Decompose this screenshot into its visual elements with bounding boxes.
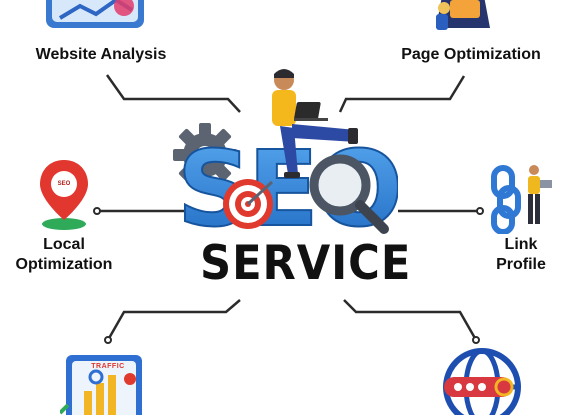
- traffic-growth-icon: [60, 355, 142, 415]
- globe-search-icon: [443, 348, 521, 415]
- connector-dot-right: [476, 207, 484, 215]
- label-page-optimization: Page Optimization: [401, 46, 541, 63]
- service-heading: SERVICE: [200, 236, 412, 291]
- location-pin-icon: [40, 160, 88, 230]
- connector-dot-bottom-left: [104, 336, 112, 344]
- label-link-profile: Link Profile: [496, 236, 546, 273]
- pin-badge-text: SEO: [57, 181, 71, 187]
- gear-icon: [173, 123, 237, 187]
- connector-globe: [343, 299, 478, 341]
- connector-dot-left: [93, 207, 101, 215]
- label-website-analysis: Website Analysis: [35, 46, 167, 63]
- label-local-optimization: Local Optimization: [15, 236, 113, 273]
- person-laptop-icon: [272, 69, 358, 178]
- connector-website-analysis: [105, 74, 241, 113]
- connector-page-optimization: [338, 75, 466, 113]
- analytics-dashboard-icon: [46, 0, 144, 28]
- chain-link-icon: [491, 165, 552, 234]
- page-optimization-illustration-icon: [436, 0, 490, 30]
- traffic-badge-text: TRAFFIC: [91, 363, 125, 370]
- magnifier-icon: [309, 154, 389, 234]
- connector-traffic: [106, 299, 241, 341]
- target-icon: [223, 179, 274, 229]
- connector-dot-bottom-right: [472, 336, 480, 344]
